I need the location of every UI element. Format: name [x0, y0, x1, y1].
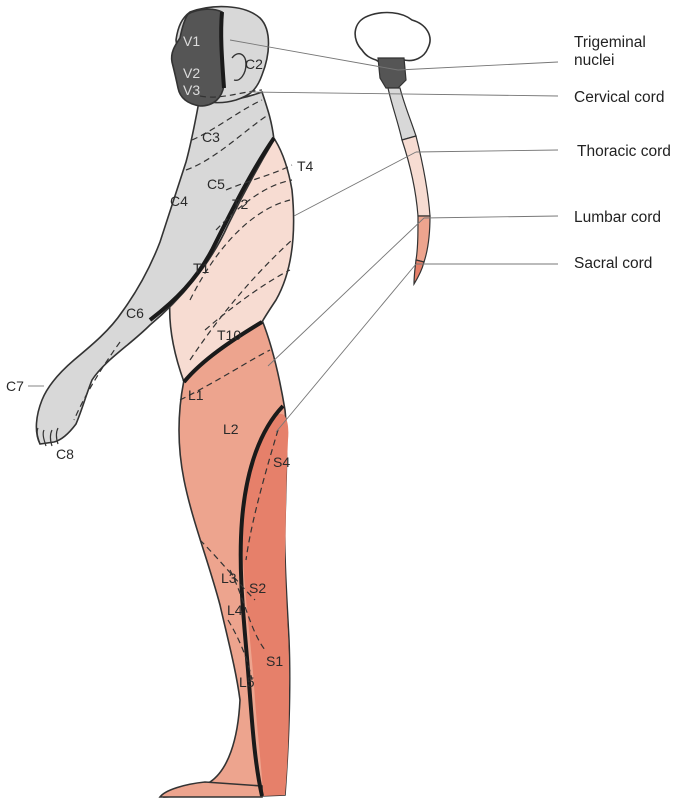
thoracic-cord-label: Thoracic cord — [577, 143, 671, 161]
lumbar-cord-label: Lumbar cord — [574, 209, 661, 227]
dermatome-label-c7: C7 — [6, 379, 24, 393]
dermatome-label-c8: C8 — [56, 447, 74, 461]
dermatome-label-t10: T10 — [217, 328, 241, 342]
dermatome-label-v1: V1 — [183, 34, 200, 48]
brain-spinal-cord — [355, 13, 430, 284]
dermatome-label-l4: L4 — [227, 603, 243, 617]
brainstem-trigeminal — [378, 58, 406, 88]
dermatome-label-t1: T1 — [193, 261, 209, 275]
dermatome-label-s4: S4 — [273, 455, 290, 469]
trigeminal-nuclei-label: Trigeminal nuclei — [574, 34, 646, 70]
dermatome-label-c6: C6 — [126, 306, 144, 320]
dermatome-label-v3: V3 — [183, 83, 200, 97]
lumbar-cord-segment — [416, 216, 430, 262]
dermatome-label-l3: L3 — [221, 571, 237, 585]
cervical-cord-segment — [388, 88, 416, 140]
cervical-cord-label: Cervical cord — [574, 89, 664, 107]
dermatome-label-c3: C3 — [202, 130, 220, 144]
trigeminal-label-line1: Trigeminal — [574, 34, 646, 52]
dermatome-label-l1: L1 — [188, 388, 204, 402]
brain — [355, 13, 430, 65]
trigeminal-label-line2: nuclei — [574, 52, 646, 70]
dermatome-label-l2: L2 — [223, 422, 239, 436]
dermatome-label-v2: V2 — [183, 66, 200, 80]
dermatome-label-t2: T2 — [232, 197, 248, 211]
dermatome-label-c2: C2 — [245, 57, 263, 71]
thoracic-cord-segment — [402, 136, 430, 216]
sacral-cord-label: Sacral cord — [574, 255, 652, 273]
dermatome-label-l5: L5 — [239, 675, 255, 689]
dermatome-label-s1: S1 — [266, 654, 283, 668]
dermatome-label-c5: C5 — [207, 177, 225, 191]
dermatome-label-s2: S2 — [249, 581, 266, 595]
dermatome-label-c4: C4 — [170, 194, 188, 208]
dermatome-label-t4: T4 — [297, 159, 313, 173]
foot — [160, 782, 262, 797]
